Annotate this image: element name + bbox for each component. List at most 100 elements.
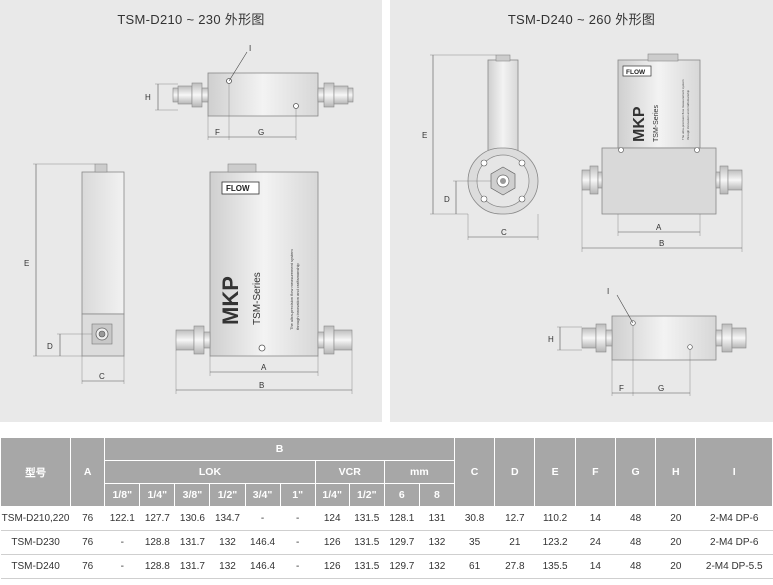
col-e-header: E bbox=[534, 437, 576, 507]
table-cell: 124 bbox=[315, 506, 350, 531]
table-cell: 48 bbox=[615, 530, 656, 555]
table-cell: 123.2 bbox=[534, 530, 576, 555]
table-cell: 129.7 bbox=[384, 530, 420, 555]
table-cell: 24 bbox=[575, 530, 616, 555]
r-fine-print-1: The ultra-precision flow measurement sys… bbox=[681, 79, 685, 140]
table-cell: 132 bbox=[419, 554, 455, 579]
table-cell: 131.7 bbox=[174, 530, 210, 555]
dim-h-label: H bbox=[145, 93, 151, 102]
col-d-header: D bbox=[494, 437, 536, 507]
right-panel-title: TSM-D240 ~ 260 外形图 bbox=[507, 12, 656, 27]
table-cell: 30.8 bbox=[454, 506, 495, 531]
r-dim-c-label: C bbox=[501, 228, 507, 237]
col-g-header: G bbox=[614, 437, 657, 507]
series-text: TSM-Series bbox=[252, 272, 263, 325]
table-cell: 2-M4 DP-5.5 bbox=[695, 554, 773, 579]
table-cell: 12.7 bbox=[494, 506, 535, 531]
table-cell: TSM-D240 bbox=[0, 554, 71, 579]
left-drawing: I H F G E bbox=[24, 44, 354, 394]
size-header: 1/2" bbox=[209, 483, 246, 507]
table-cell: TSM-D230 bbox=[0, 530, 71, 555]
table-cell: 129.7 bbox=[384, 554, 420, 579]
dim-f-label: F bbox=[215, 128, 220, 137]
table-row: TSM-D230 76 - 128.8 131.7 132 146.4 - 12… bbox=[0, 530, 773, 555]
vcr-header: VCR bbox=[314, 460, 385, 484]
table-cell: 126 bbox=[315, 554, 350, 579]
size-header: 8 bbox=[418, 483, 455, 507]
table-cell: 135.5 bbox=[534, 554, 576, 579]
table-cell: 14 bbox=[575, 554, 616, 579]
table-cell: TSM-D210,220 bbox=[0, 506, 71, 531]
mm-header: mm bbox=[383, 460, 455, 484]
fine-print-2: through innovation and craftsmanship bbox=[295, 263, 300, 330]
table-cell: 132 bbox=[209, 554, 246, 579]
table-cell: - bbox=[104, 530, 140, 555]
table-cell: 146.4 bbox=[245, 554, 281, 579]
table-cell: 110.2 bbox=[534, 506, 576, 531]
table-cell: - bbox=[104, 554, 140, 579]
table-cell: 132 bbox=[209, 530, 246, 555]
left-panel-title: TSM-D210 ~ 230 外形图 bbox=[117, 12, 265, 27]
table-cell: 128.8 bbox=[139, 554, 175, 579]
table-cell: - bbox=[280, 530, 316, 555]
size-header: 1/4" bbox=[139, 483, 176, 507]
col-h-header: H bbox=[655, 437, 697, 507]
table-cell: - bbox=[245, 506, 281, 531]
table-cell: - bbox=[280, 554, 316, 579]
size-header: 1/2" bbox=[348, 483, 385, 507]
table-cell: 20 bbox=[655, 506, 696, 531]
table-cell: 27.8 bbox=[494, 554, 535, 579]
r-dim-f-label: F bbox=[619, 384, 624, 393]
table-cell: 14 bbox=[575, 506, 616, 531]
table-cell: 127.7 bbox=[139, 506, 175, 531]
table-cell: 20 bbox=[655, 554, 696, 579]
table-cell: 61 bbox=[454, 554, 495, 579]
table-cell: 20 bbox=[655, 530, 696, 555]
r-side-view: E D C bbox=[422, 54, 539, 240]
flow-label: FLOW bbox=[226, 184, 250, 193]
size-header: 1/8" bbox=[104, 483, 141, 507]
table-cell: 2-M4 DP-6 bbox=[695, 530, 773, 555]
r-dim-g-label: G bbox=[658, 384, 664, 393]
r-flow-label: FLOW bbox=[626, 69, 646, 76]
table-cell: 76 bbox=[70, 530, 105, 555]
table-cell: 35 bbox=[454, 530, 495, 555]
table-cell: 21 bbox=[494, 530, 535, 555]
r-series-text: TSM-Series bbox=[653, 105, 660, 142]
logo-text: MKP bbox=[218, 276, 243, 325]
dim-g-label: G bbox=[258, 128, 264, 137]
spec-table: 型号 A B C D E F G H I LOK VCR mm 1/8" 1/4… bbox=[0, 437, 773, 579]
dim-c-label: C bbox=[99, 372, 105, 381]
fine-print-1: The ultra-precision flow measurement sys… bbox=[289, 249, 294, 330]
table-cell: 76 bbox=[70, 554, 105, 579]
col-c-header: C bbox=[453, 437, 496, 507]
table-cell: 48 bbox=[615, 554, 656, 579]
table-cell: 131.7 bbox=[174, 554, 210, 579]
table-cell: 128.1 bbox=[384, 506, 420, 531]
table-cell: 130.6 bbox=[174, 506, 210, 531]
size-header: 1" bbox=[279, 483, 316, 507]
r-fine-print-2: through innovation and craftsmanship bbox=[686, 90, 690, 140]
table-row: TSM-D240 76 - 128.8 131.7 132 146.4 - 12… bbox=[0, 554, 773, 579]
top-view: I H F G bbox=[145, 44, 354, 140]
table-cell: 128.8 bbox=[139, 530, 175, 555]
front-view: FLOW MKP TSM-Series The ultra-precision … bbox=[175, 163, 353, 394]
col-a-header: A bbox=[70, 437, 106, 507]
col-b-header: B bbox=[104, 437, 455, 461]
dim-e-label: E bbox=[24, 259, 29, 268]
table-row: TSM-D210,220 76 122.1 127.7 130.6 134.7 … bbox=[0, 506, 773, 531]
r-logo-text: MKP bbox=[631, 106, 648, 142]
size-header: 6 bbox=[383, 483, 420, 507]
left-drawing-panel: TSM-D210 ~ 230 外形图 bbox=[0, 0, 382, 422]
r-dim-a-label: A bbox=[656, 223, 662, 232]
size-header: 3/8" bbox=[174, 483, 211, 507]
dim-a-label: A bbox=[261, 363, 267, 372]
table-cell: 126 bbox=[315, 530, 350, 555]
table-cell: 131.5 bbox=[349, 554, 385, 579]
r-top-view: I H F G bbox=[548, 287, 747, 396]
right-drawing: E D C FLOW MKP TSM-Series The ultra-prec… bbox=[422, 53, 747, 396]
col-f-header: F bbox=[574, 437, 616, 507]
table-cell: 131 bbox=[419, 506, 455, 531]
table-cell: 131.5 bbox=[349, 506, 385, 531]
lok-header: LOK bbox=[104, 460, 316, 484]
